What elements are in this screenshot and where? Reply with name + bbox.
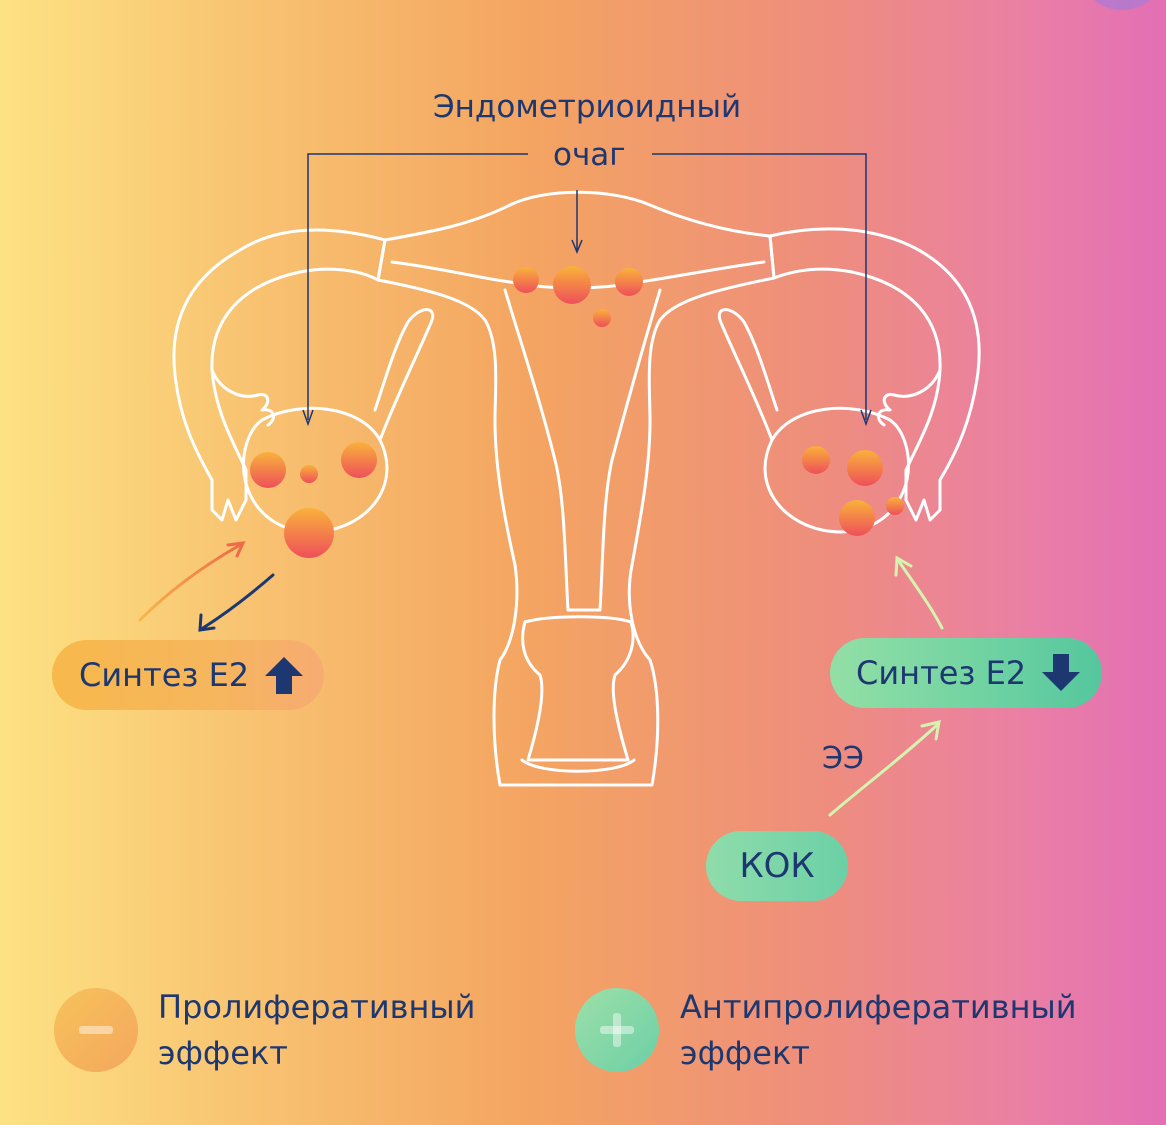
right-ovary	[763, 406, 910, 534]
uterus-cavity-inner	[503, 288, 662, 612]
left-ovary	[242, 406, 389, 534]
ee-label: ЭЭ	[822, 741, 864, 776]
arrow-down-icon	[1042, 654, 1081, 691]
uterus-outline	[376, 190, 776, 787]
right-arrows	[828, 555, 944, 817]
focus-pointer-lines	[302, 153, 872, 427]
focus-label-line2: очаг	[553, 137, 626, 173]
cervix	[521, 615, 635, 762]
proliferative-legend-line1: Пролиферативный	[158, 988, 476, 1026]
kok-label: КОК	[739, 846, 815, 886]
synthesis-decrease-label: Синтез Е2	[856, 654, 1027, 692]
arrow-up-icon	[265, 657, 304, 694]
antiproliferative-legend-line2: эффект	[680, 1034, 810, 1072]
focus-label-line1: Эндометриоидный	[433, 89, 742, 125]
synthesis-increase-label: Синтез Е2	[79, 656, 250, 694]
right-fallopian-tube	[768, 227, 981, 522]
uterine-lesions	[513, 266, 643, 327]
kok-pill: КОК	[706, 831, 848, 901]
minus-icon	[54, 988, 138, 1072]
synthesis-increase-pill: Синтез Е2	[52, 640, 324, 710]
synthesis-decrease-pill: Синтез Е2	[830, 638, 1102, 708]
left-fallopian-tube	[172, 228, 387, 522]
plus-icon	[575, 988, 659, 1072]
corner-decoration	[1082, 0, 1162, 10]
left-cycle-arrows	[138, 541, 275, 632]
right-ovary-lesions	[802, 446, 904, 536]
left-ovary-lesions	[250, 442, 377, 558]
proliferative-legend-line2: эффект	[158, 1034, 288, 1072]
antiproliferative-legend-line1: Антипролиферативный	[680, 988, 1077, 1026]
